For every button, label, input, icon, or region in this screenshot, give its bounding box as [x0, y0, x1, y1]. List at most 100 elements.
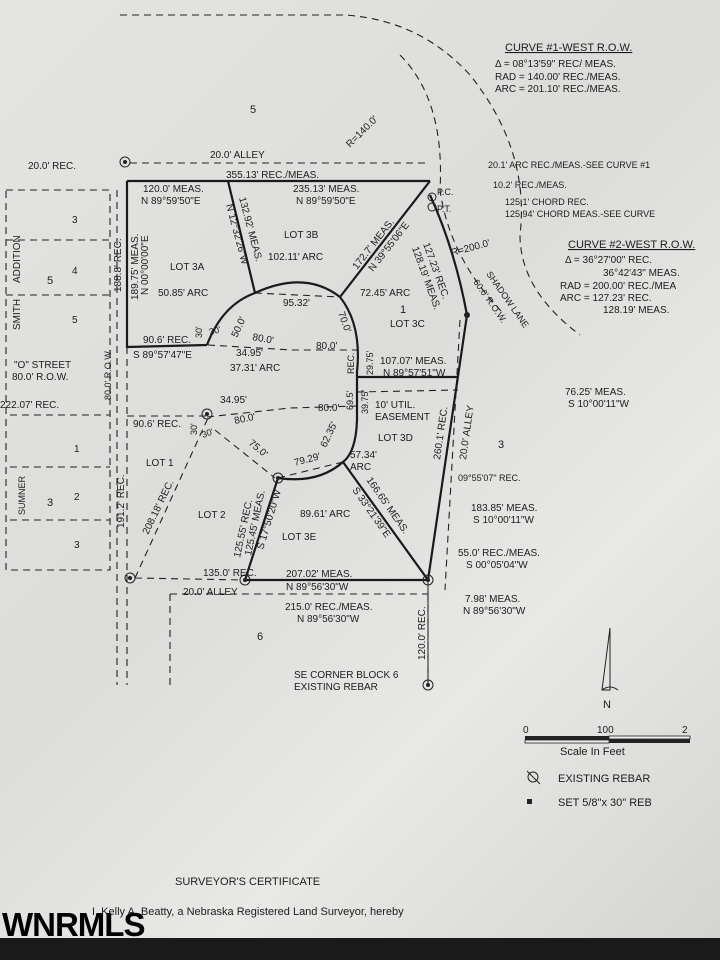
dashed-lines — [5, 14, 581, 685]
chord-label: 125.1' CHORD REC. — [505, 197, 589, 207]
bearing-label: 09°55'07" REC. — [458, 473, 521, 483]
bearing-label: S 00°05'04"W — [466, 560, 528, 571]
block-number: 6 — [257, 631, 263, 643]
survey-plat-paper — [0, 0, 720, 938]
addition-label: ADDITION — [12, 235, 23, 283]
dimension-label: 215.0' REC./MEAS. — [285, 602, 373, 613]
bearing-label: S 89°57'47"E — [133, 350, 192, 361]
arc-label: 72.45' ARC — [360, 288, 410, 299]
dimension-label: 80.0' — [316, 341, 337, 352]
rebar-icon — [239, 574, 251, 586]
rebar-icon — [119, 156, 131, 168]
radius-label: R=200.0' — [450, 238, 492, 259]
dimension-label: 120.0' MEAS. — [143, 184, 204, 195]
scale-tick: 100 — [597, 725, 614, 736]
easement-label: EASEMENT — [375, 412, 430, 423]
alley-label: 20.0' ALLEY — [210, 150, 265, 161]
scale-tick: 0 — [523, 725, 529, 736]
dimension-label: 80.0' — [318, 403, 339, 414]
curve2-delta-rec: Δ = 36°27'00" REC. — [565, 255, 652, 266]
bearing-label: N 89°59'50"E — [296, 196, 356, 207]
existing-rebar-markers — [119, 156, 470, 691]
dimension-label: 189.75' MEAS. — [130, 234, 141, 300]
dimension-label: 135.0' REC. — [203, 568, 257, 579]
arc-label: 57.34' — [350, 450, 377, 461]
bearing-label: N 00°00'00"E — [140, 235, 151, 295]
curve1-title: CURVE #1-WEST R.O.W. — [505, 42, 632, 54]
dimension-label: 191.2' REC. — [116, 474, 127, 528]
curve2-arc-meas: 128.19' MEAS. — [603, 305, 669, 316]
bearing-label: N 89°59'50"E — [141, 196, 201, 207]
certificate-title: SURVEYOR'S CERTIFICATE — [175, 876, 320, 888]
dimension-label: 80.0' — [251, 332, 274, 347]
dimension-label: 107.07' MEAS. — [380, 356, 446, 367]
dimension-label: 75.0' — [246, 438, 270, 460]
lot-number: 2 — [74, 492, 80, 503]
dimension-label: 235.13' MEAS. — [293, 184, 359, 195]
lot-boundaries — [125, 179, 469, 685]
north-label: N — [603, 699, 611, 711]
dimension-label: 20.0' REC. — [28, 161, 76, 172]
dimension-label: 188.8' REC. — [113, 238, 124, 292]
curve1-delta: Δ = 08°13'59" REC/ MEAS. — [495, 59, 616, 70]
street-label: 80.0' R.O.W. — [12, 372, 68, 383]
arc-label: 89.61' ARC — [300, 509, 350, 520]
dimension-label: 120.0' REC. — [417, 606, 428, 660]
bearing-label: N 89°56'30"W — [297, 614, 360, 625]
dimension-label: 30' — [194, 326, 204, 338]
scale-tick: 2 — [682, 725, 688, 736]
street-label: SUMNER — [17, 475, 27, 515]
lot-label: LOT 3C — [390, 319, 425, 330]
arc-label: 102.11' ARC — [268, 252, 323, 263]
curve2-title: CURVE #2-WEST R.O.W. — [568, 239, 695, 251]
dimension-label: 34.95' — [220, 395, 247, 406]
lot-number: 5 — [72, 315, 78, 326]
corner-label: EXISTING REBAR — [294, 682, 378, 693]
curve1-arc: ARC = 201.10' REC./MEAS. — [495, 84, 621, 95]
arc-label: 37.31' ARC — [230, 363, 280, 374]
pc-label: P.C. — [437, 187, 453, 197]
block-number: 3 — [498, 439, 504, 451]
rebar-icon — [422, 574, 434, 586]
street-label: "O" STREET — [14, 360, 71, 371]
scale-bar: 0 100 2 Scale In Feet — [523, 725, 691, 758]
scale-label: Scale In Feet — [560, 746, 625, 758]
curve2-arc-rec: ARC = 127.23' REC. — [560, 293, 652, 304]
lot-number: 4 — [72, 266, 78, 277]
alley-label: 20.0' ALLEY — [183, 587, 238, 598]
lot-label: LOT 3B — [284, 230, 319, 241]
curve2-delta-meas: 36°42'43" MEAS. — [603, 268, 680, 279]
dimension-label: 79.29' — [293, 451, 322, 469]
dimension-label: 34.95' — [236, 348, 263, 359]
rebar-icon — [201, 408, 213, 420]
addition-label: SMITH — [12, 299, 23, 330]
lot-label: LOT 3D — [378, 433, 413, 444]
lot-label: LOT 3A — [170, 262, 205, 273]
lot-label: LOT 3E — [282, 532, 317, 543]
plat-labels: 5 R=140.0' 20.0' ALLEY 20.0' REC. 355.13… — [0, 104, 655, 693]
dimension-label: 10.2' REC./MEAS. — [493, 180, 567, 190]
set-rebar-icon — [527, 799, 532, 804]
dimension-label: 39.75' — [360, 389, 370, 414]
lot-label: LOT 2 — [198, 510, 226, 521]
dimension-label: 69.5' — [345, 390, 355, 410]
dimension-label: 7.98' MEAS. — [465, 594, 520, 605]
dimension-label: 29.75' — [365, 350, 375, 375]
corner-label: SE CORNER BLOCK 6 — [294, 670, 399, 681]
block-number: 1 — [400, 304, 406, 316]
dimension-label: 80.0' — [233, 412, 256, 427]
rebar-icon — [427, 192, 437, 212]
arc-label: 50.85' ARC — [158, 288, 208, 299]
block-number: 3 — [47, 497, 53, 509]
dimension-label: REC. — [346, 352, 356, 374]
legend-existing-rebar: EXISTING REBAR — [558, 773, 650, 785]
dimension-label: 30' — [200, 426, 215, 440]
rebar-icon — [124, 572, 136, 584]
easement-label: 10' UTIL. — [375, 400, 415, 411]
dimension-label: 55.0' REC./MEAS. — [458, 548, 540, 559]
radius-label: R=140.0' — [344, 114, 380, 150]
dimension-label: 207.02' MEAS. — [286, 569, 352, 580]
set-rebar-icon — [464, 312, 470, 318]
